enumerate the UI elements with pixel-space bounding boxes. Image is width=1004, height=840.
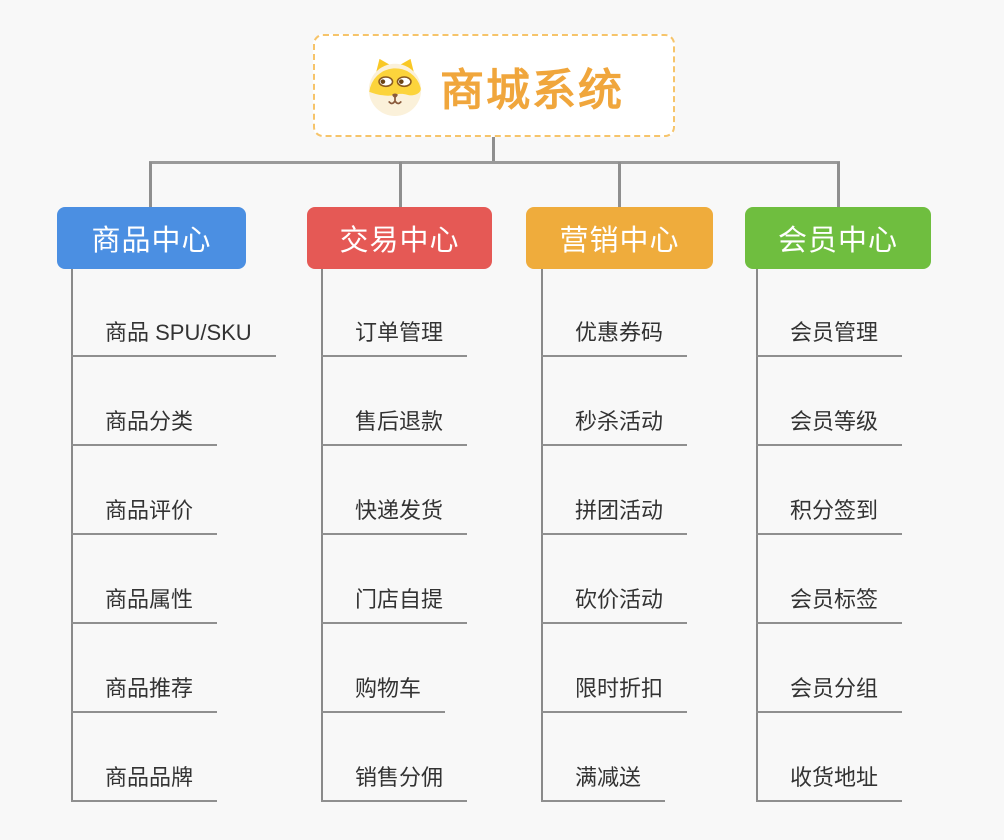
leaf-item[interactable]: 限时折扣 (541, 672, 688, 713)
connector-rail (149, 161, 840, 164)
branch-label: 商品中心 (91, 225, 212, 257)
leaf-item[interactable]: 收货地址 (756, 761, 903, 802)
leaf-item[interactable]: 售后退款 (321, 405, 468, 446)
leaf-item[interactable]: 商品推荐 (71, 672, 218, 713)
root-title: 商城系统 (440, 65, 624, 115)
branch-node-goods[interactable]: 商品中心 (57, 207, 246, 269)
leaf-item[interactable]: 会员标签 (756, 583, 903, 624)
connector-drop-member (837, 162, 840, 208)
leaf-item[interactable]: 订单管理 (321, 316, 468, 357)
connector-spine-trade (321, 269, 323, 802)
leaf-item[interactable]: 满减送 (541, 761, 666, 802)
leaf-item[interactable]: 会员管理 (756, 316, 903, 357)
leaf-item[interactable]: 拼团活动 (541, 494, 688, 535)
leaf-item[interactable]: 商品评价 (71, 494, 218, 535)
leaf-item[interactable]: 销售分佣 (321, 761, 468, 802)
leaf-item[interactable]: 砍价活动 (541, 583, 688, 624)
connector-drop-marketing (618, 162, 621, 208)
connector-spine-goods (71, 269, 73, 802)
leaf-item[interactable]: 商品分类 (71, 405, 218, 446)
connector-root-stub (492, 136, 495, 162)
connector-drop-trade (399, 162, 402, 208)
branch-node-member[interactable]: 会员中心 (745, 207, 931, 269)
root-node[interactable]: 商城系统 (313, 34, 675, 137)
leaf-item[interactable]: 购物车 (321, 672, 446, 713)
branch-node-trade[interactable]: 交易中心 (307, 207, 492, 269)
leaf-item[interactable]: 商品 SPU/SKU (71, 316, 276, 357)
leaf-item[interactable]: 会员等级 (756, 405, 903, 446)
connector-spine-marketing (541, 269, 543, 802)
leaf-item[interactable]: 门店自提 (321, 583, 468, 624)
leaf-item[interactable]: 快递发货 (321, 494, 468, 535)
connector-spine-member (756, 269, 758, 802)
leaf-item[interactable]: 商品品牌 (71, 761, 218, 802)
leaf-item[interactable]: 秒杀活动 (541, 405, 688, 446)
leaf-item[interactable]: 优惠券码 (541, 316, 688, 357)
dog-face-icon (368, 58, 422, 116)
leaf-item[interactable]: 会员分组 (756, 672, 903, 713)
branch-label: 营销中心 (559, 225, 680, 257)
connector-drop-goods (149, 162, 152, 208)
branch-label: 交易中心 (339, 225, 460, 257)
branch-node-marketing[interactable]: 营销中心 (526, 207, 713, 269)
leaf-item[interactable]: 积分签到 (756, 494, 903, 535)
branch-label: 会员中心 (777, 225, 898, 257)
leaf-item[interactable]: 商品属性 (71, 583, 218, 624)
